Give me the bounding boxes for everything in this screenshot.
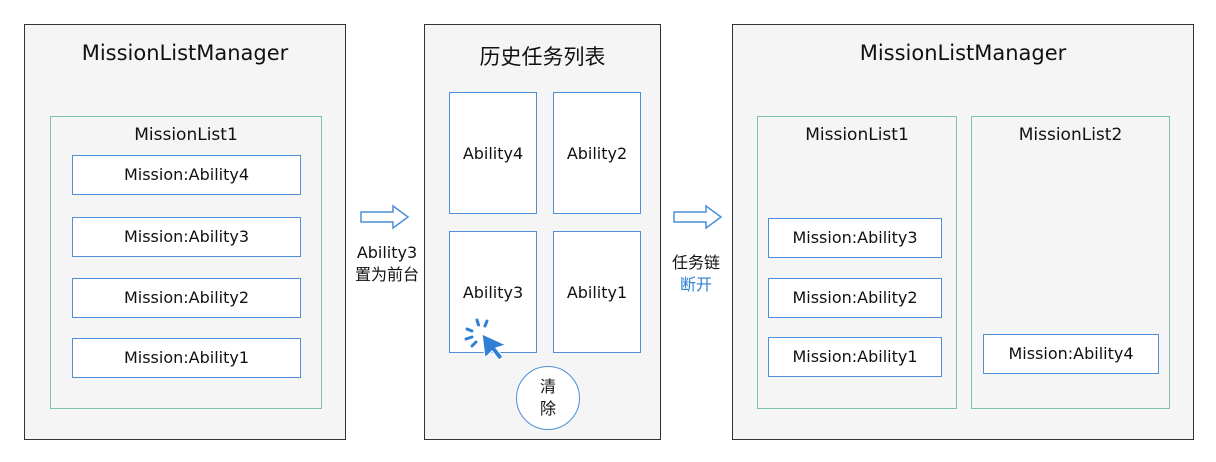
right-arrow-icon — [360, 204, 410, 230]
task-card[interactable]: Ability1 — [553, 231, 641, 353]
history-task-list-panel: 历史任务列表 Ability4 Ability2 Ability3 Abilit… — [424, 24, 661, 440]
mission-item: Mission:Ability2 — [72, 278, 301, 318]
left-mission-list-1: MissionList1 Mission:Ability4 Mission:Ab… — [50, 116, 322, 409]
right-list1-title: MissionList1 — [805, 125, 909, 145]
mission-item: Mission:Ability4 — [983, 334, 1159, 374]
click-cursor-icon — [464, 318, 508, 361]
right-arrow-icon — [673, 204, 723, 230]
right-mission-list-manager: MissionListManager MissionList1 Mission:… — [732, 24, 1194, 440]
mission-item: Mission:Ability4 — [72, 155, 301, 195]
left-panel-title: MissionListManager — [81, 41, 289, 65]
clear-button[interactable]: 清 除 — [516, 366, 580, 430]
left-list-title: MissionList1 — [134, 125, 238, 145]
step1-label-line1: Ability3 — [356, 243, 418, 262]
middle-panel-title: 历史任务列表 — [479, 45, 606, 69]
step2-label: 任务链 断开 — [656, 252, 736, 296]
step1-label-line2: 置为前台 — [354, 265, 419, 284]
mission-item: Mission:Ability1 — [72, 338, 301, 378]
mission-item: Mission:Ability3 — [72, 217, 301, 257]
right-list2-title: MissionList2 — [1018, 125, 1123, 145]
step2-label-line2: 断开 — [679, 275, 712, 294]
clear-button-line1: 清 — [539, 377, 556, 396]
step1-label: Ability3 置为前台 — [344, 242, 430, 286]
step2-label-line1: 任务链 — [671, 253, 720, 272]
task-card-selected[interactable]: Ability3 — [449, 231, 537, 353]
right-mission-list-2: MissionList2 Mission:Ability4 — [971, 116, 1170, 409]
mission-item: Mission:Ability2 — [768, 278, 942, 318]
task-card[interactable]: Ability2 — [553, 92, 641, 214]
mission-item: Mission:Ability3 — [768, 218, 942, 258]
left-mission-list-manager: MissionListManager MissionList1 Mission:… — [24, 24, 346, 440]
right-mission-list-1: MissionList1 Mission:Ability3 Mission:Ab… — [757, 116, 957, 409]
task-card[interactable]: Ability4 — [449, 92, 537, 214]
clear-button-line2: 除 — [539, 399, 556, 418]
right-panel-title: MissionListManager — [859, 41, 1067, 65]
mission-item: Mission:Ability1 — [768, 337, 942, 377]
